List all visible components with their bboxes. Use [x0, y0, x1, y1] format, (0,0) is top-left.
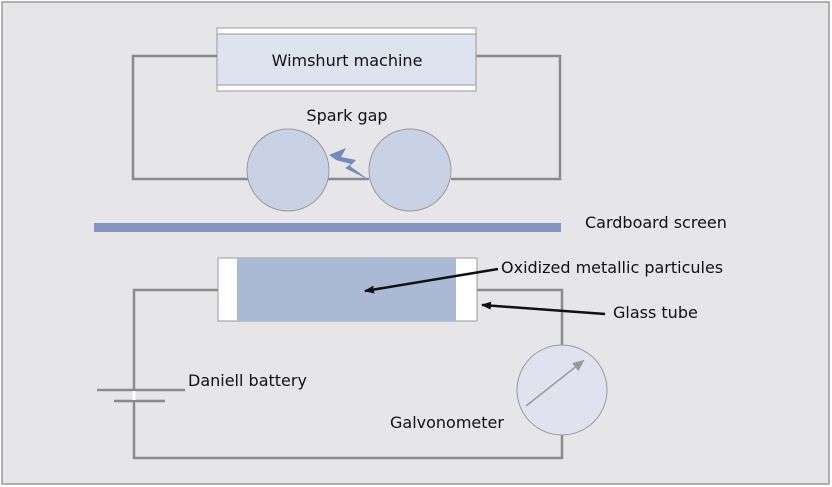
- sphere-right: [368, 128, 452, 212]
- upper-wire-left: [131, 54, 248, 181]
- particles-arrow: [364, 267, 499, 294]
- glass-tube-label: Glass tube: [613, 303, 698, 322]
- sphere-left: [246, 128, 330, 212]
- particles-label: Oxidized metallic particules: [501, 258, 723, 277]
- lower-wire-bottom: [132, 401, 564, 460]
- battery-label: Daniell battery: [188, 371, 307, 390]
- cardboard-screen: [94, 223, 561, 232]
- lower-wire: [132, 288, 218, 390]
- glass-tube-arrow: [481, 301, 606, 316]
- glass-tube: [217, 257, 478, 322]
- lower-wire-right: [477, 288, 564, 345]
- wimshurt-machine: Wimshurt machine: [216, 27, 477, 92]
- wimshurt-label: Wimshurt machine: [272, 51, 423, 70]
- cardboard-screen-label: Cardboard screen: [585, 213, 727, 232]
- upper-wire-right: [451, 54, 562, 181]
- galvanometer-icon: [516, 344, 608, 436]
- battery-icon: [97, 388, 185, 403]
- spark-icon: [329, 148, 369, 180]
- spark-gap-label: Spark gap: [306, 106, 387, 125]
- galvanometer-label: Galvonometer: [390, 413, 504, 432]
